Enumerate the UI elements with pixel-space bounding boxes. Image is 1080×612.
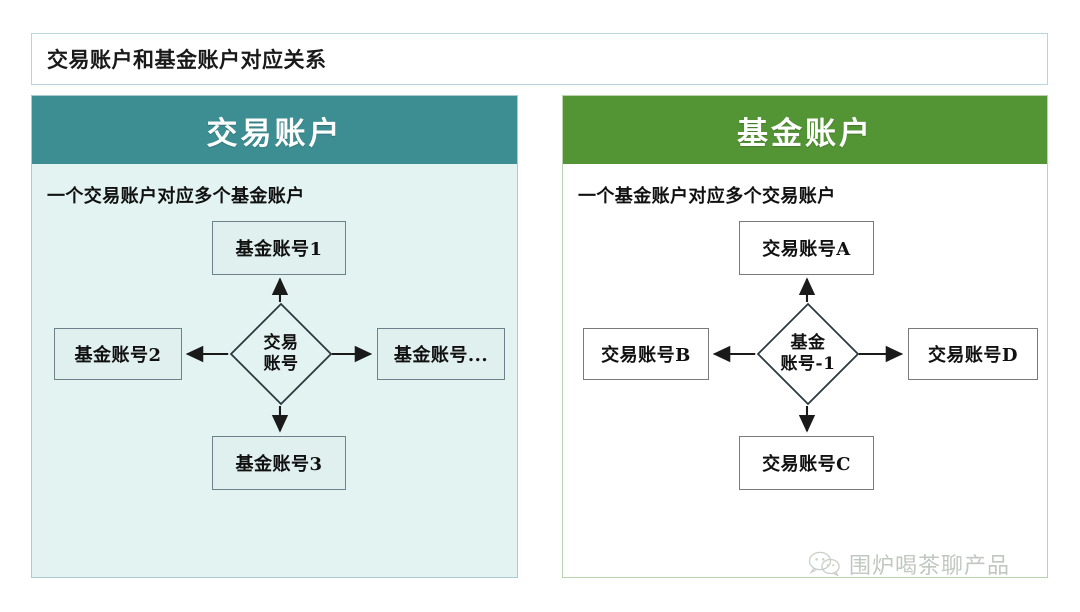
node-left-top-label: 基金账号1 <box>235 239 323 260</box>
node-right-top[interactable]: 交易账号A <box>739 221 874 275</box>
diagram-right: 交易账号A 交易账号B 交易账号D 交易账号C 基金 账号-1 <box>563 221 1047 551</box>
panel-right-header: 基金账户 <box>563 96 1047 164</box>
node-left-right-label: 基金账号... <box>393 345 489 366</box>
node-left-center-diamond[interactable]: 交易 账号 <box>229 302 333 406</box>
panel-left-header: 交易账户 <box>32 96 517 164</box>
panel-left-header-title: 交易账户 <box>206 115 343 152</box>
watermark-text: 围炉喝茶聊产品 <box>849 554 1011 579</box>
node-right-right-label: 交易账号D <box>927 345 1019 366</box>
diamond-icon <box>756 302 860 406</box>
node-left-top[interactable]: 基金账号1 <box>212 221 346 275</box>
panel-left-subtitle: 一个交易账户对应多个基金账户 <box>47 186 305 207</box>
title-frame: 交易账户和基金账户对应关系 <box>31 33 1048 85</box>
watermark: 围炉喝茶聊产品 <box>808 548 1010 580</box>
node-left-left-label: 基金账号2 <box>74 345 162 366</box>
node-right-bottom[interactable]: 交易账号C <box>739 436 874 490</box>
panel-right-header-title: 基金账户 <box>737 115 873 152</box>
diagram-left: 基金账号1 基金账号2 基金账号... 基金账号3 交易 账号 <box>32 221 517 551</box>
node-right-bottom-label: 交易账号C <box>762 454 851 475</box>
node-right-left-label: 交易账号B <box>601 345 691 366</box>
node-left-bottom-label: 基金账号3 <box>235 454 323 475</box>
node-right-top-label: 交易账号A <box>762 239 851 260</box>
node-left-bottom[interactable]: 基金账号3 <box>212 436 346 490</box>
node-right-center-diamond[interactable]: 基金 账号-1 <box>756 302 860 406</box>
node-left-right[interactable]: 基金账号... <box>377 328 505 380</box>
diamond-icon <box>229 302 333 406</box>
node-left-left[interactable]: 基金账号2 <box>54 328 182 380</box>
wechat-bubbles-icon <box>808 551 840 577</box>
page-title: 交易账户和基金账户对应关系 <box>47 47 327 72</box>
node-right-left[interactable]: 交易账号B <box>583 328 709 380</box>
panel-right-subtitle: 一个基金账户对应多个交易账户 <box>578 186 836 207</box>
node-right-right[interactable]: 交易账号D <box>908 328 1038 380</box>
panel-fund-account: 基金账户 一个基金账户对应多个交易账户 交易账号A 交易账号B 交易账号D 交易… <box>562 95 1048 578</box>
panel-trade-account: 交易账户 一个交易账户对应多个基金账户 基金账号1 基金账号2 基金账号 <box>31 95 518 578</box>
